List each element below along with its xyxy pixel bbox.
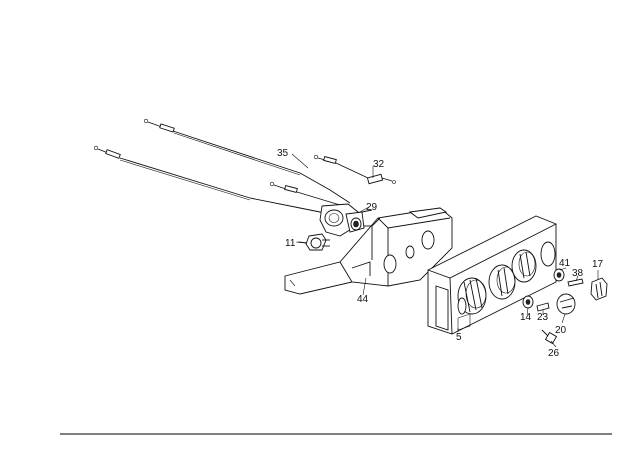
cable-35 <box>143 118 351 204</box>
callout-11: 11 <box>285 238 296 249</box>
callout-14: 14 <box>520 312 532 323</box>
callout-44: 44 <box>357 294 369 305</box>
callout-26: 26 <box>548 348 560 359</box>
callout-41: 41 <box>559 258 571 269</box>
cable-32 <box>313 154 396 185</box>
part-14-washer <box>522 295 534 309</box>
part-17-knob <box>590 277 608 301</box>
callout-5: 5 <box>456 332 462 343</box>
part-41-ring <box>553 268 565 282</box>
callout-17: 17 <box>592 259 604 270</box>
callout-23: 23 <box>537 312 549 323</box>
part-5-control-panel <box>427 215 557 335</box>
part-23-clip <box>536 302 550 312</box>
part-26-screw <box>541 329 558 345</box>
part-20-knob <box>556 293 576 315</box>
callout-38: 38 <box>572 268 584 279</box>
leader-lines <box>291 153 599 348</box>
part-29-connector <box>319 203 373 237</box>
callout-35: 35 <box>277 148 289 159</box>
part-11-fitting <box>297 233 330 251</box>
callout-20: 20 <box>555 325 567 336</box>
callout-29: 29 <box>366 202 378 213</box>
part-38-pin <box>567 278 584 287</box>
cable-lower <box>93 145 331 215</box>
callout-32: 32 <box>373 159 385 170</box>
callout-labels: 35 32 29 11 44 41 38 17 14 23 20 5 26 <box>277 148 604 359</box>
part-44-bracket <box>284 207 453 295</box>
